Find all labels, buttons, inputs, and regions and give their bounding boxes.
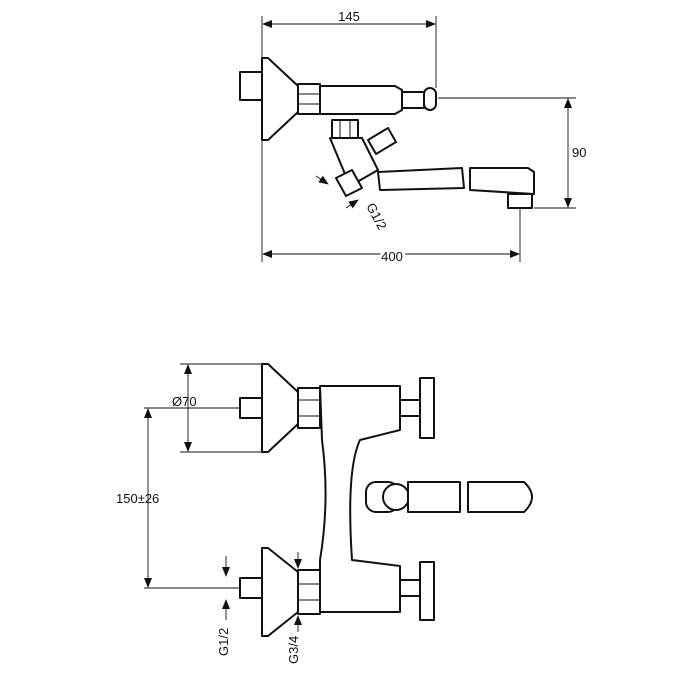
inlet-body: [329, 137, 379, 187]
lower-flange: [261, 547, 299, 637]
upper-wall-stub: [239, 397, 263, 419]
thread-label-front-inlet: G1/2: [216, 628, 231, 656]
lower-hex-nut: [297, 569, 321, 615]
spout-end: [469, 167, 535, 195]
handle: [401, 91, 425, 109]
hex-nut: [297, 83, 321, 115]
dim-label-90: 90: [572, 145, 586, 160]
flange: [261, 57, 299, 141]
diverter-nut: [331, 119, 359, 139]
dim-label-spacing: 150±26: [116, 491, 159, 506]
dim-label-145: 145: [338, 9, 360, 24]
spout: [377, 167, 465, 191]
handle-knob: [423, 87, 437, 111]
diverter-knob: [367, 127, 397, 155]
dim-label-400: 400: [381, 249, 403, 264]
vertical-body: [319, 385, 401, 613]
upper-hex-nut: [297, 387, 321, 429]
inlet-stub: [335, 169, 363, 197]
diverter-disc: [382, 483, 410, 511]
thread-label-top: G1/2: [363, 200, 389, 232]
front-view: Ø70 150±26 G1/2 G3/4: [116, 363, 533, 664]
mixer-body: [319, 85, 403, 115]
side-view: 145 90 400 G1/2: [239, 9, 586, 267]
spout-tip-front: [467, 481, 533, 513]
wall-stub: [239, 71, 263, 101]
upper-flange: [261, 363, 299, 453]
dim-label-d70: Ø70: [172, 394, 197, 409]
thread-label-front-outlet: G3/4: [286, 636, 301, 664]
lower-wall-stub: [239, 577, 263, 599]
upper-handle-cross: [419, 377, 435, 439]
aerator: [507, 193, 533, 209]
lower-handle-cross: [419, 561, 435, 621]
spout-front: [407, 481, 461, 513]
